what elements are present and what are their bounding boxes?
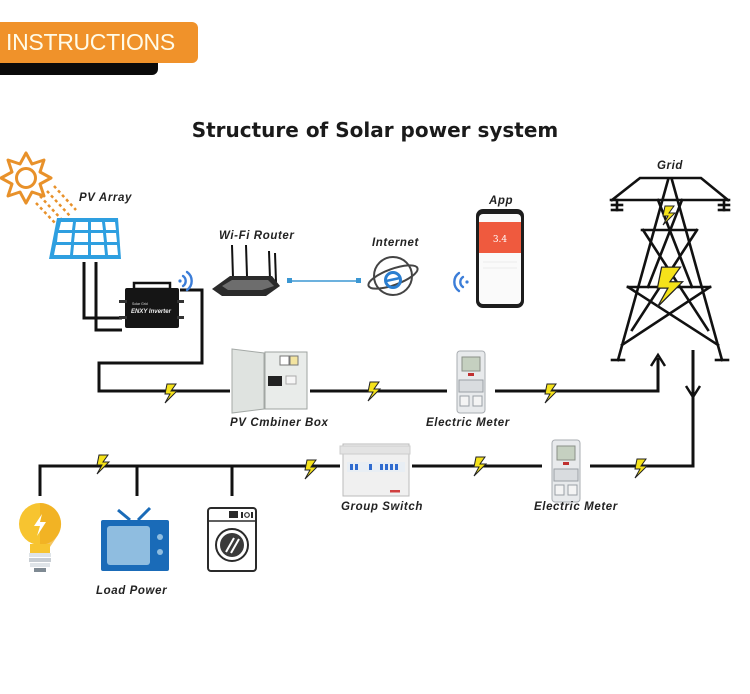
group-switch-icon — [339, 443, 411, 497]
lightning-bolt-icon — [473, 456, 487, 477]
sun-icon — [0, 151, 53, 205]
wifi-signal-icon — [453, 271, 469, 293]
inverter-brand: ENXY Inverter — [131, 309, 172, 315]
sun-rays — [35, 185, 77, 225]
lightning-bolt-icon — [164, 383, 178, 404]
lightning-bolt-icon — [544, 383, 558, 404]
electric-meter-icon — [456, 350, 486, 414]
wifi-signal-icon — [178, 270, 193, 292]
app-value: 3.4 — [493, 235, 508, 245]
grid-to-meter-wire — [590, 350, 695, 468]
smartphone-icon: 3.4 — [476, 209, 524, 308]
label-app: App — [489, 195, 514, 207]
panel-wire-right — [94, 262, 122, 332]
instructions-banner: INSTRUCTIONS — [0, 22, 198, 63]
lightning-bolt-icon — [656, 266, 685, 308]
switch-to-load-wire — [38, 464, 340, 496]
television-icon — [101, 506, 169, 571]
label-electric-meter-top: Electric Meter — [426, 417, 510, 429]
router-icon — [212, 244, 280, 296]
inverter-subtitle: Solar Grid — [132, 302, 148, 306]
internet-globe-icon — [367, 256, 419, 296]
inverter-icon: Solar Grid ENXY Inverter — [119, 281, 184, 328]
wiring — [38, 262, 695, 496]
arrow-down-icon — [684, 385, 702, 400]
banner-shadow — [0, 60, 158, 75]
lightning-bolt-icon — [367, 381, 381, 402]
panel-wire-left — [82, 262, 122, 320]
label-pv-array: PV Array — [79, 192, 132, 204]
light-bulb-icon — [19, 502, 62, 572]
label-electric-meter-bottom: Electric Meter — [534, 501, 618, 513]
label-combiner-box: PV Cmbiner Box — [230, 417, 329, 429]
label-wifi-router: Wi-Fi Router — [219, 230, 295, 242]
washing-machine-icon — [207, 507, 257, 572]
lightning-bolt-icon — [96, 454, 110, 475]
label-grid: Grid — [657, 160, 684, 172]
arrow-up-icon — [649, 352, 667, 367]
label-load-power: Load Power — [96, 585, 168, 597]
network-link — [287, 278, 361, 283]
combiner-box-icon — [231, 348, 308, 414]
inverter-to-combiner-wire — [97, 288, 230, 393]
solar-panel-icon — [49, 218, 121, 259]
diagram-title: Structure of Solar power system — [191, 118, 559, 142]
lightning-bolt-icon — [304, 459, 318, 480]
electric-meter-icon — [551, 439, 581, 503]
meter-to-grid-wire — [495, 358, 660, 393]
label-internet: Internet — [372, 237, 419, 249]
label-group-switch: Group Switch — [341, 501, 423, 513]
lightning-bolt-icon — [634, 458, 648, 479]
